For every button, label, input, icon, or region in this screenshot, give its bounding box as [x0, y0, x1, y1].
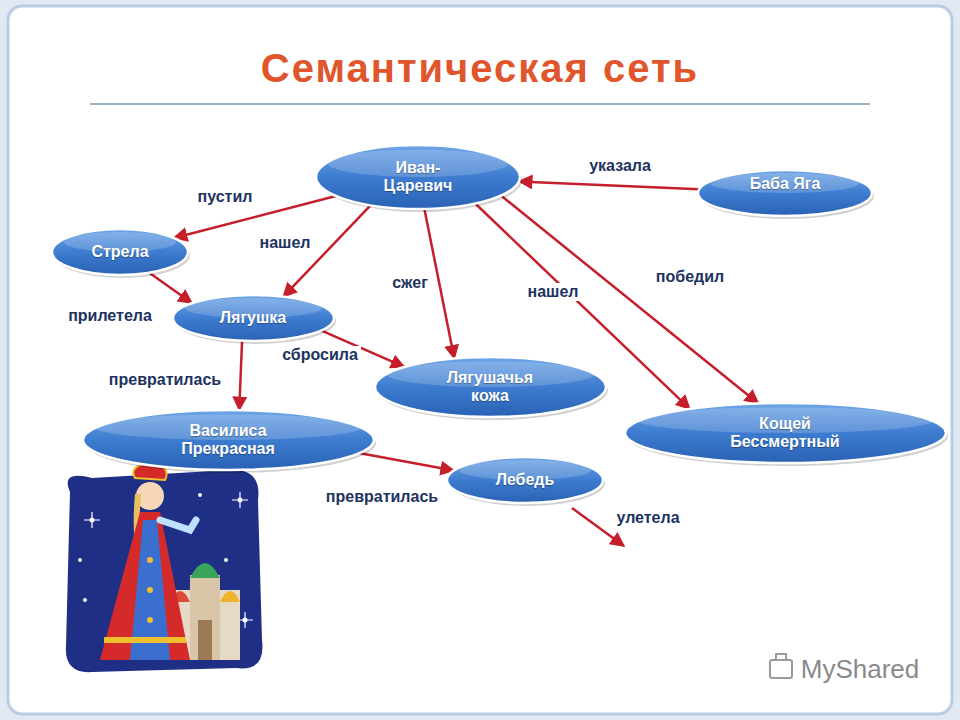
relation-label: сжег [389, 274, 431, 292]
vasilisa-illustration [66, 462, 263, 672]
concept-label: Лягушачья кожа [430, 369, 550, 406]
relation-arrow [239, 341, 242, 410]
concept-ellipse: Кощей Бессмертный [623, 401, 948, 465]
concept-ellipse: Лебедь [445, 455, 605, 505]
concept-label: Стрела [91, 243, 148, 261]
relation-label: превратилась [106, 371, 224, 389]
relation-label: прилетела [65, 307, 155, 325]
relation-label: нашел [257, 234, 314, 252]
concept-label: Иван- Царевич [373, 159, 463, 196]
concept-label: Лягушка [220, 309, 286, 327]
concept-ellipse: Лягушачья кожа [373, 355, 608, 419]
relation-arrow [359, 453, 454, 470]
diagram-title: Семантическая сеть [261, 46, 699, 91]
relation-label: превратилась [323, 488, 441, 506]
relation-label: пустил [195, 188, 256, 206]
watermark-icon [770, 654, 792, 678]
concept-label: Баба Яга [750, 175, 821, 193]
watermark: MyShared [801, 654, 920, 685]
relation-arrow [149, 273, 192, 303]
concept-ellipse: Лягушка [171, 293, 336, 343]
concept-label: Лебедь [496, 471, 555, 489]
relation-label: указала [586, 157, 654, 175]
relation-label: победил [653, 268, 727, 286]
relation-label: сбросила [279, 346, 361, 364]
concept-ellipse: Иван- Царевич [314, 143, 522, 211]
relation-label: нашел [525, 283, 582, 301]
concept-ellipse: Василиса Прекрасная [81, 408, 376, 472]
concept-label: Василиса Прекрасная [168, 422, 288, 459]
concept-label: Кощей Бессмертный [720, 415, 850, 452]
slide-frame [8, 6, 952, 714]
concept-ellipse: Баба Яга [696, 168, 874, 218]
title-rule [90, 103, 870, 105]
concept-ellipse: Стрела [50, 227, 190, 277]
edge-note: улетела [613, 509, 682, 527]
relation-arrow [519, 181, 699, 189]
